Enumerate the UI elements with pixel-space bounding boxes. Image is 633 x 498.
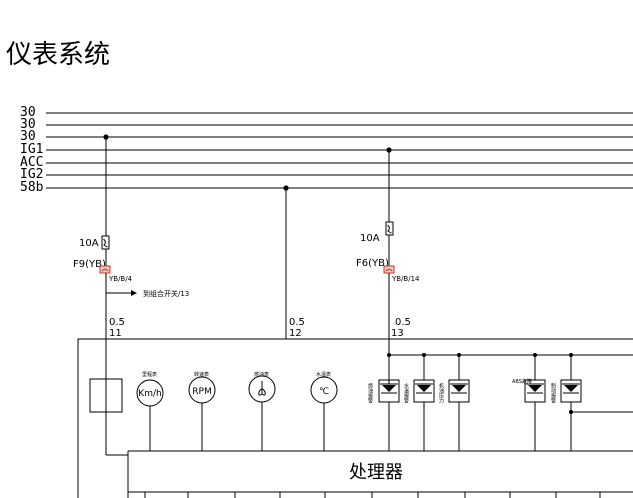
arrow-icon: [131, 290, 137, 296]
power-buses: 30 30 30 IG1 ACC IG2 58b: [20, 105, 633, 195]
bus-label: 30: [20, 105, 36, 120]
fuse-rating: 10A: [79, 238, 99, 249]
connector-pin: [101, 268, 109, 272]
pin-number: 11: [109, 328, 122, 339]
indicator-label: 燃油报警: [367, 382, 373, 404]
pin-ticks: [144, 492, 601, 498]
led-symbol: [564, 385, 578, 392]
wire-gauge: 0.5: [109, 317, 125, 328]
fuse-name: F9(YB): [73, 259, 106, 270]
pin-number: 13: [391, 328, 404, 339]
fuse-element: [387, 224, 392, 234]
gauge-text: Km/h: [138, 389, 161, 399]
gauge-text: ℃: [319, 387, 329, 397]
bus-58b: 58b: [20, 180, 633, 195]
indicator-abs-fault: ABS故障: [512, 353, 546, 451]
led-symbol: [528, 385, 542, 392]
fuse-f9-circuit: 10A F9(YB) YB/B/4 到组合开关/13 0.5 11: [73, 137, 189, 455]
connector-label: YB/B/4: [108, 275, 133, 283]
wire: [106, 454, 129, 498]
led-symbol: [452, 385, 466, 392]
component-box: [89, 378, 123, 413]
led-symbol: [417, 385, 431, 392]
fuse-element: [103, 238, 108, 248]
gauge-needle: [258, 381, 266, 396]
bus-label: ACC: [20, 155, 43, 170]
indicator-label: ABS故障: [512, 378, 532, 385]
gauge-caption: 燃油表: [254, 371, 269, 378]
indicator-coolant-warning: 水温报警: [403, 353, 435, 451]
bus-30-a: 30: [20, 105, 633, 120]
gauge-temperature: 水温表 ℃: [310, 371, 338, 451]
gauge-caption: 转速表: [194, 371, 209, 378]
connector-pin: [385, 268, 393, 272]
indicator-label: 机油压力: [438, 382, 444, 404]
fuse-name: F6(YB): [356, 258, 389, 269]
page-title: 仪表系统: [6, 40, 110, 70]
destination-note: 到组合开关/13: [143, 289, 189, 298]
processor-block: 处理器: [106, 450, 633, 498]
indicator-fuel-warning: 燃油报警: [367, 353, 400, 451]
bus-30-c: 30: [20, 129, 633, 144]
bus-label: 30: [20, 129, 36, 144]
indicator-brake-warning: 制动报警: [550, 353, 633, 451]
gauge-speedometer: 里程表 Km/h: [136, 371, 164, 451]
gauge-tachometer: 转速表 RPM: [188, 371, 216, 451]
fuse-f6-circuit: 10A F6(YB) YB/B/14 0.5 13: [356, 150, 420, 384]
led-symbol: [382, 385, 396, 392]
gauge-caption: 水温表: [316, 371, 331, 378]
bus-30-b: 30: [20, 117, 633, 132]
wire-gauge: 0.5: [289, 317, 305, 328]
bus-label: 30: [20, 117, 36, 132]
bus-ig2: IG2: [20, 167, 633, 182]
pin-number: 12: [289, 328, 302, 339]
gauge-text: RPM: [192, 387, 211, 397]
bus-label: IG1: [20, 142, 43, 157]
gauge-caption: 里程表: [142, 371, 157, 378]
bus-acc: ACC: [20, 155, 633, 170]
indicator-oil-pressure: 机油压力: [438, 353, 470, 451]
gauge-fuel: 燃油表: [248, 371, 276, 451]
bus-ig1: IG1: [20, 142, 633, 157]
fuse-rating: 10A: [360, 233, 380, 244]
bus-label: IG2: [20, 167, 43, 182]
middle-circuit: 0.5 12: [285, 188, 305, 339]
connector-label: YB/B/14: [391, 275, 420, 283]
indicator-label: 制动报警: [550, 382, 556, 404]
indicator-label: 水温报警: [403, 382, 409, 404]
processor-label: 处理器: [349, 462, 403, 483]
instrument-cluster-box: [77, 338, 633, 498]
bus-label: 58b: [20, 180, 44, 195]
wire-gauge: 0.5: [395, 317, 411, 328]
